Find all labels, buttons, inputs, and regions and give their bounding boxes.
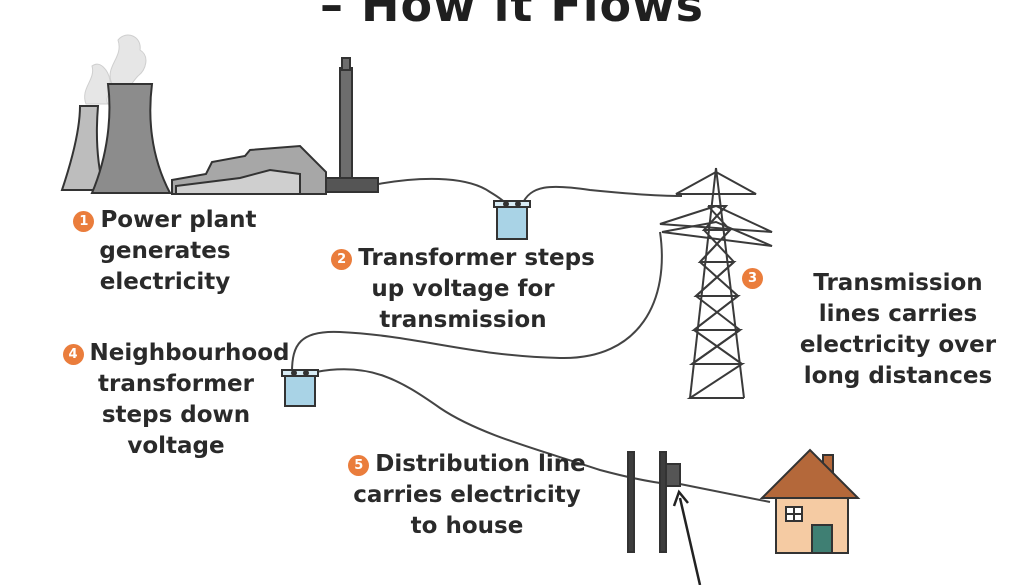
wire-transformer-to-tower: [521, 185, 683, 206]
wire-pole-to-house: [679, 483, 771, 503]
step-3-label: Transmission lines carries electricity o…: [799, 270, 997, 389]
house-icon: [759, 448, 861, 554]
page-title: – How it Flows: [319, 0, 705, 32]
step-5-badge: 5: [348, 455, 370, 476]
steam-cloud: [84, 34, 147, 105]
wire-plant-to-transformer: [377, 177, 508, 206]
neighbourhood-transformer-icon: [281, 369, 319, 407]
step-2-badge: 2: [331, 249, 353, 270]
arrow-icon: [678, 497, 702, 585]
transmission-tower-icon: [659, 167, 773, 399]
step-up-transformer-icon: [493, 200, 531, 240]
utility-pole-icon: [627, 451, 681, 553]
step-4-badge: 4: [62, 344, 84, 365]
wire-tower-to-neighbourhood: [291, 231, 663, 373]
step-1-badge: 1: [73, 211, 95, 232]
step-3-badge: 3: [742, 268, 763, 289]
power-plant-icon: [60, 57, 379, 195]
